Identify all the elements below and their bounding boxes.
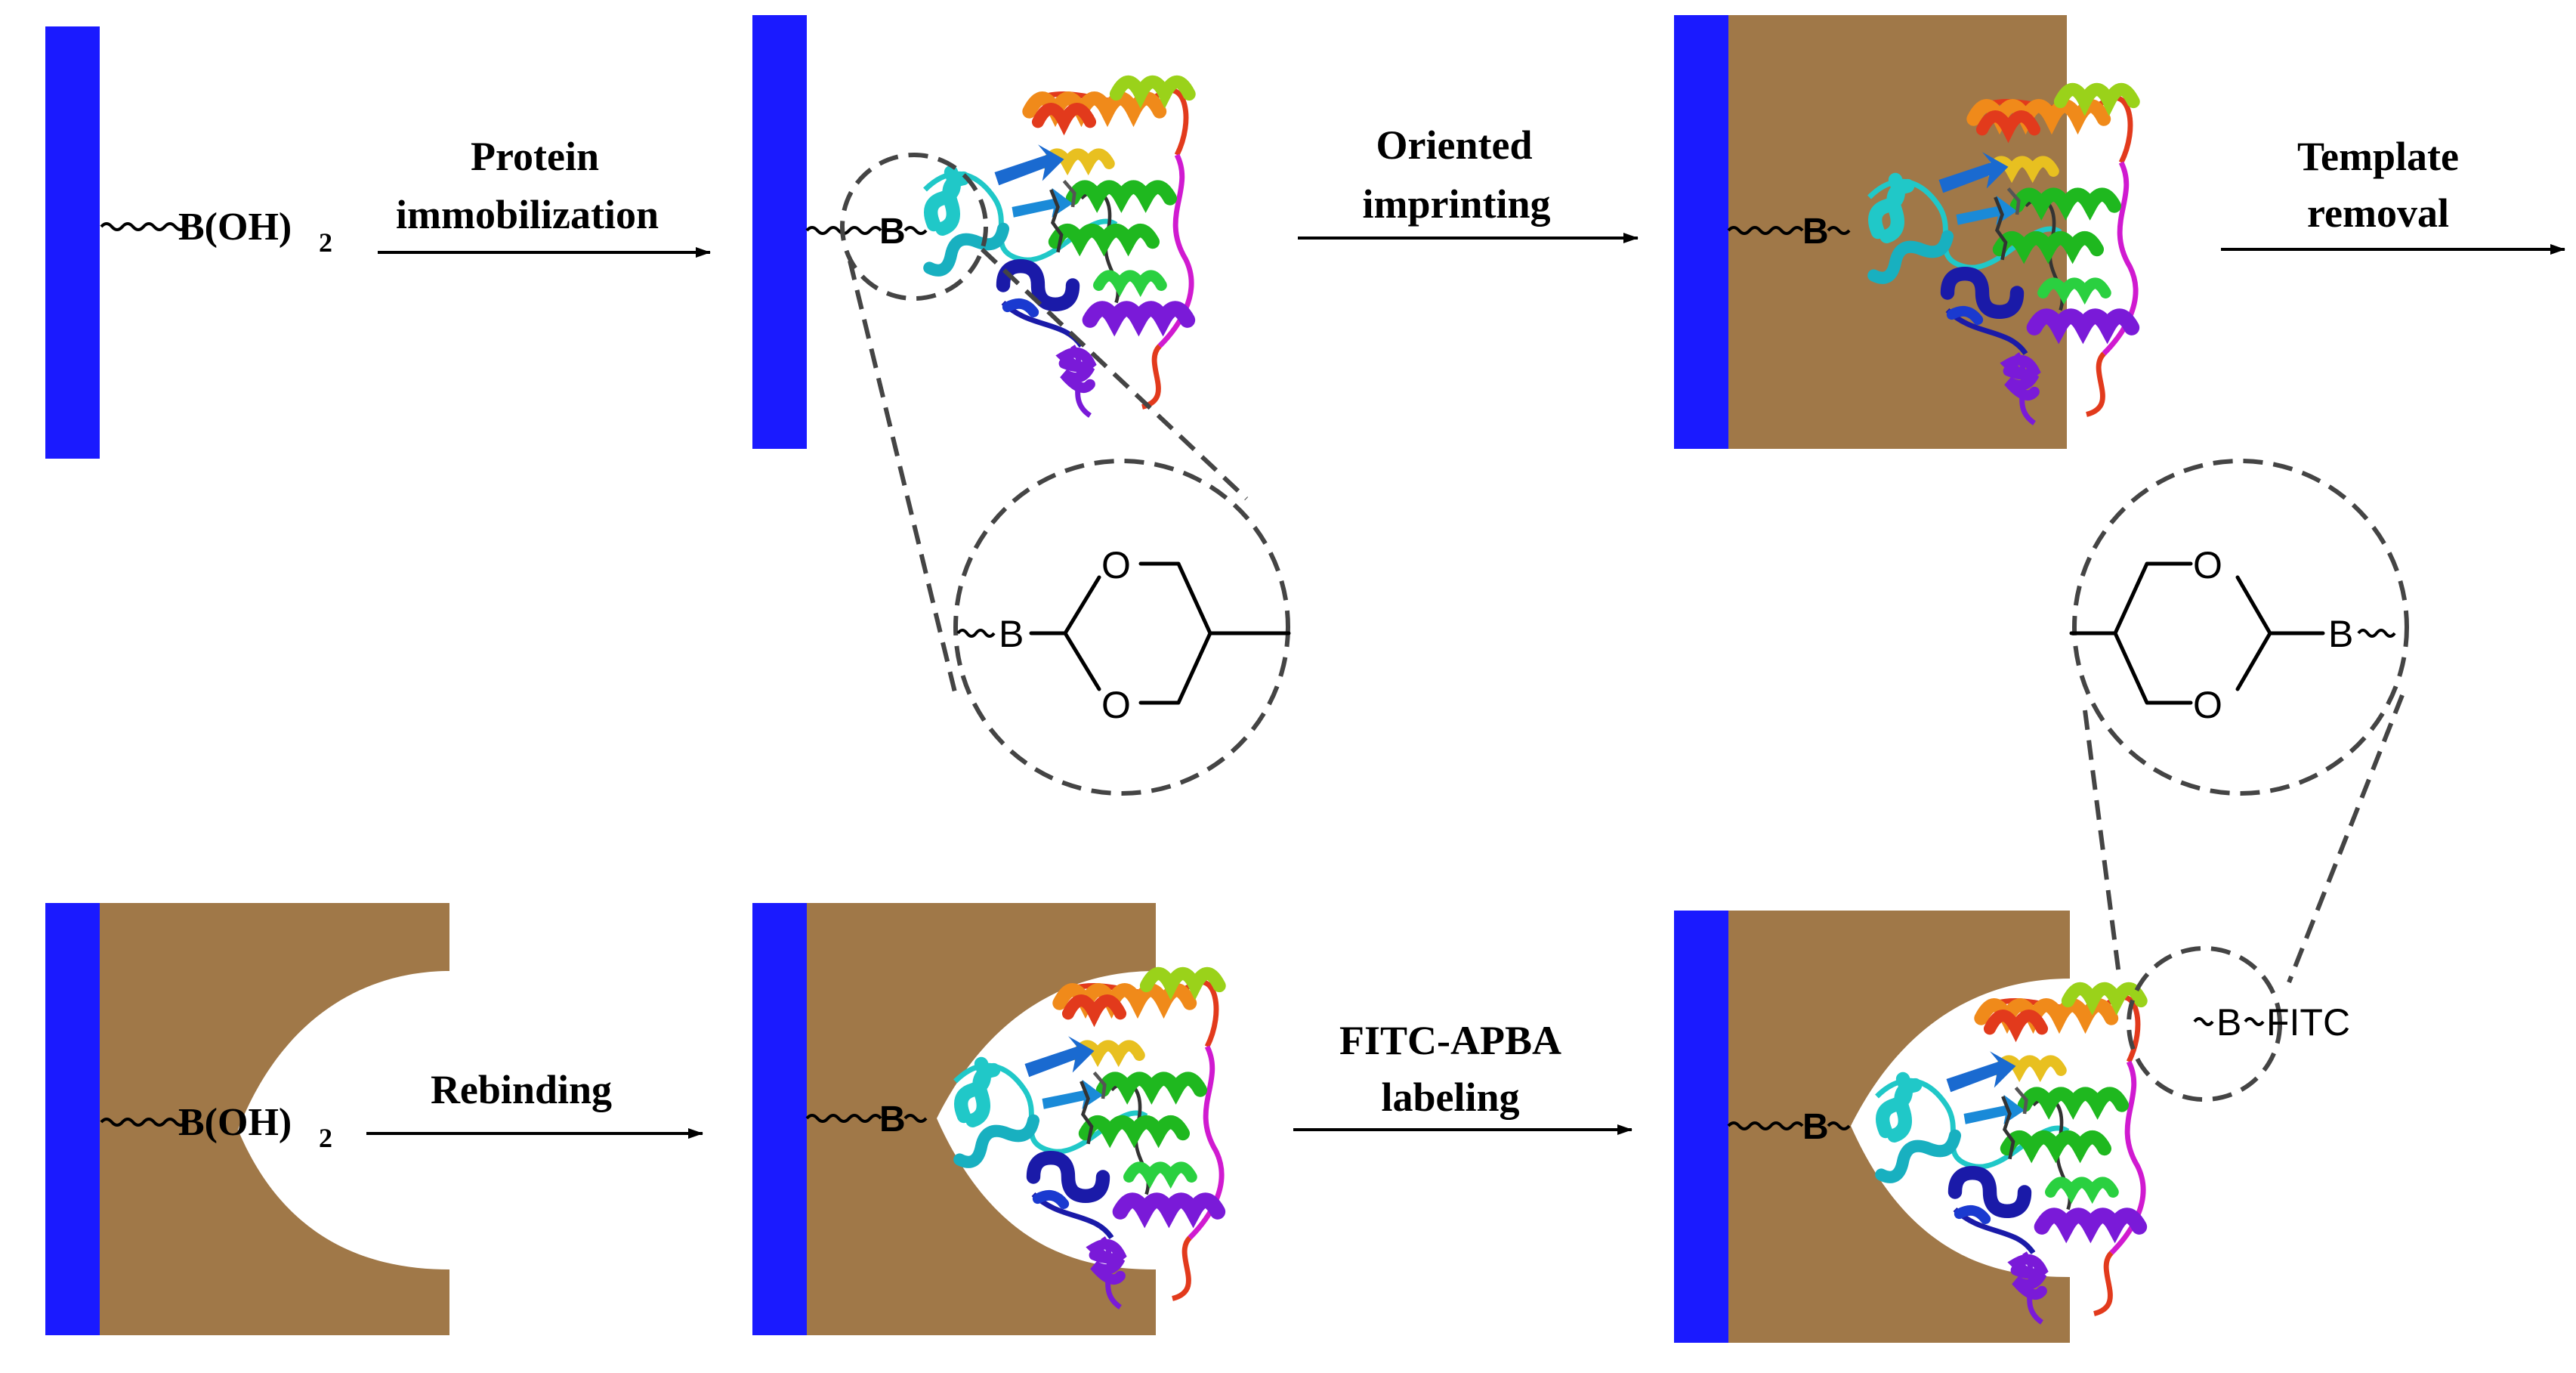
panel-imprinted: B — [1674, 15, 2136, 449]
boronate-ester-zoom: B O O — [953, 459, 1291, 796]
zoom-circle-large — [953, 459, 1290, 796]
linker-wavy-2 — [2244, 1017, 2265, 1026]
step-template-removal: Template removal — [2221, 134, 2565, 255]
oxygen-top: O — [1101, 544, 1131, 586]
step-label-line2: imprinting — [1362, 181, 1550, 227]
linker-wavy-2 — [903, 1114, 928, 1123]
step-label-line1: Template — [2297, 134, 2459, 179]
step-label-line2: removal — [2307, 190, 2449, 236]
linker-wavy — [956, 629, 996, 638]
zoom-circle-small — [2127, 946, 2282, 1102]
step-label-line2: immobilization — [396, 192, 659, 237]
protein-icon — [925, 82, 1192, 416]
boron-label: B — [879, 212, 906, 252]
linker-wavy — [1727, 226, 1804, 235]
substrate-bar — [752, 15, 807, 449]
step-label-line2: labeling — [1381, 1075, 1519, 1120]
step-label-line1: Protein — [471, 134, 599, 179]
step-label: Rebinding — [431, 1067, 612, 1112]
boronic-acid-subscript: 2 — [319, 1123, 332, 1153]
linker-wavy — [1727, 1121, 1804, 1130]
oxygen-bottom: O — [2193, 684, 2222, 726]
boronic-acid-label: B(OH) — [178, 1101, 292, 1144]
step-rebinding: Rebinding — [366, 1067, 703, 1139]
fitc-label: FITC — [2266, 1001, 2350, 1044]
zoom-guide-right — [2287, 694, 2405, 984]
substrate-bar — [1674, 911, 1728, 1343]
linker-wavy — [100, 222, 187, 231]
panel-rebound: B — [752, 903, 1222, 1335]
oxygen-top: O — [2193, 544, 2222, 586]
polymer-with-cavity — [807, 903, 1156, 1335]
linker-wavy-2 — [1827, 226, 1851, 235]
polymer-with-cavity — [1728, 911, 2070, 1343]
substrate-bar — [45, 903, 100, 1335]
boron-label: B — [2328, 613, 2353, 655]
boron-label: B — [999, 613, 1024, 655]
zoom-circle-large — [2072, 459, 2409, 796]
linker-wavy — [2357, 629, 2396, 638]
boron-label: B — [2216, 1001, 2241, 1044]
step-label-line1: Oriented — [1376, 122, 1533, 168]
polymer-with-cavity — [100, 903, 449, 1335]
boron-label: B — [1802, 212, 1829, 252]
zoom-guide-right — [980, 247, 1249, 501]
linker-wavy — [2193, 1017, 2214, 1026]
panel-empty-cavity: B(OH) 2 — [45, 903, 449, 1335]
substrate-bar — [1674, 15, 1728, 449]
substrate-bar — [752, 903, 807, 1335]
boronic-acid-subscript: 2 — [319, 227, 332, 258]
oxygen-bottom: O — [1101, 684, 1131, 726]
boronate-ester-zoom-right: O O B — [2069, 459, 2409, 984]
step-oriented-imprinting: Oriented imprinting — [1298, 122, 1639, 243]
panel-protein-immobilized: B B O O — [752, 15, 1291, 796]
substrate-bar — [45, 26, 100, 459]
linker-wavy-2 — [903, 226, 928, 235]
ring-bonds — [1029, 561, 1291, 705]
step-protein-immobilization: Protein immobilization — [378, 134, 711, 258]
zoom-circle-small — [840, 153, 988, 301]
panel-labeled: B B FITC — [1674, 911, 2350, 1343]
linker-wavy — [100, 1118, 187, 1127]
ring-bonds — [2069, 561, 2325, 705]
step-label-line1: FITC-APBA — [1339, 1018, 1561, 1063]
linker-wavy — [805, 1114, 882, 1123]
boron-label: B — [1802, 1107, 1829, 1147]
zoom-guide-left — [2083, 710, 2121, 976]
panel-substrate-bare: B(OH) 2 — [45, 26, 332, 459]
step-fitc-apba-labeling: FITC-APBA labeling — [1293, 1018, 1632, 1135]
linker-wavy-2 — [1827, 1121, 1851, 1130]
boronic-acid-label: B(OH) — [178, 206, 292, 249]
zoom-guide-left — [848, 260, 958, 696]
boron-label: B — [879, 1099, 906, 1140]
